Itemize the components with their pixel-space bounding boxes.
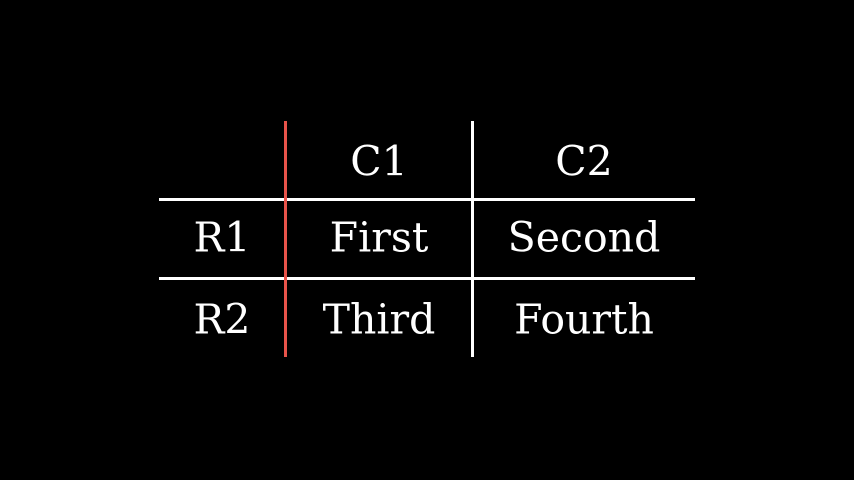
table-horizontal-rule-bottom (159, 277, 695, 280)
column-header-c1: C1 (350, 137, 408, 186)
table-cell-r1-c1: First (329, 213, 429, 262)
row-header-r1: R1 (193, 213, 251, 262)
column-header-c2: C2 (555, 137, 613, 186)
row-header-r2: R2 (193, 295, 251, 344)
table-column-separator-line (471, 121, 474, 357)
table-cell-r1-c2: Second (507, 213, 661, 262)
table-cell-r2-c2: Fourth (514, 295, 654, 344)
table-row-label-separator-line (284, 121, 287, 357)
table-cell-r2-c1: Third (322, 295, 436, 344)
table-horizontal-rule-top (159, 198, 695, 201)
